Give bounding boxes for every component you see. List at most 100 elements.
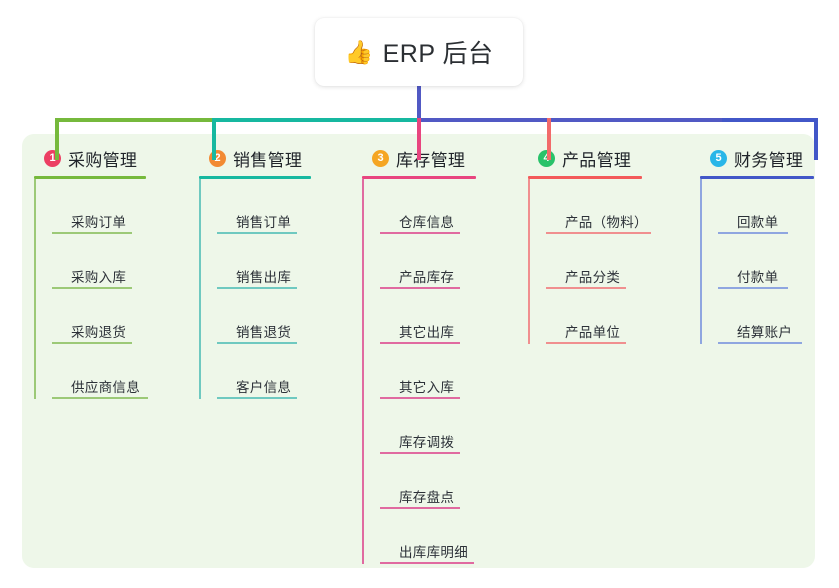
branch-item-rule <box>52 342 132 344</box>
branch-item[interactable]: 结算账户 <box>718 289 814 344</box>
branch-item[interactable]: 库存调拨 <box>380 399 476 454</box>
branch-item-rule <box>380 232 460 234</box>
connector-drop-1 <box>55 118 59 160</box>
root-node-card[interactable]: 👍 ERP 后台 <box>315 18 523 86</box>
branch-items: 采购订单采购入库采购退货供应商信息 <box>34 179 148 399</box>
branch-title: 采购管理 <box>68 150 138 170</box>
branch-item-label: 销售订单 <box>236 215 292 230</box>
branch-number-badge: 5 <box>710 149 727 167</box>
branch-item[interactable]: 采购订单 <box>52 179 146 234</box>
thumbs-up-icon: 👍 <box>344 38 374 65</box>
branch-header-rule <box>199 176 311 179</box>
branch-spine <box>362 179 364 564</box>
branch-item[interactable]: 销售出库 <box>217 234 311 289</box>
branch-item-rule <box>217 287 297 289</box>
branch-item-label: 其它出库 <box>399 325 455 340</box>
branch-item[interactable]: 销售订单 <box>217 179 311 234</box>
branch-header[interactable]: 5 财务管理 <box>700 146 814 170</box>
branch-item[interactable]: 产品（物料） <box>546 179 651 234</box>
branch-item-label: 其它入库 <box>399 380 455 395</box>
branch-item-rule <box>380 562 474 564</box>
branch-column: 3 库存管理仓库信息产品库存其它出库其它入库库存调拨库存盘点出库库明细 <box>362 146 476 564</box>
branch-item-rule <box>380 452 460 454</box>
connector-bus-segment-3 <box>418 118 724 122</box>
root-title-text: ERP 后台 <box>382 40 494 68</box>
connector-trunk <box>417 86 421 122</box>
branch-item[interactable]: 采购退货 <box>52 289 146 344</box>
branch-item-label: 供应商信息 <box>71 380 140 395</box>
connector-drop-3 <box>417 118 421 160</box>
branch-item[interactable]: 仓库信息 <box>380 179 476 234</box>
branch-item-label: 库存调拨 <box>399 435 455 450</box>
branch-title: 财务管理 <box>734 150 804 170</box>
branch-items: 销售订单销售出库销售退货客户信息 <box>199 179 311 399</box>
branch-spine <box>34 179 36 399</box>
branch-item-label: 销售退货 <box>236 325 292 340</box>
branch-item[interactable]: 产品分类 <box>546 234 648 289</box>
branch-items: 产品（物料） 产品分类产品单位 <box>528 179 651 344</box>
root-node-title: 👍 ERP 后台 <box>344 34 493 70</box>
connector-bus-segment-1 <box>55 118 214 122</box>
branch-spine <box>528 179 530 344</box>
branch-item[interactable]: 产品库存 <box>380 234 476 289</box>
branch-item-label: 仓库信息 <box>399 215 455 230</box>
branch-header-rule <box>34 176 146 179</box>
branch-item-label: 库存盘点 <box>399 490 455 505</box>
branch-column: 5 财务管理回款单付款单结算账户 <box>700 146 814 344</box>
branch-item-label: 产品分类 <box>565 270 621 285</box>
branch-item[interactable]: 其它入库 <box>380 344 476 399</box>
branch-item-rule <box>380 397 460 399</box>
branch-number-badge: 3 <box>372 149 389 167</box>
connector-bus-segment-2 <box>214 118 420 122</box>
branch-item-label: 结算账户 <box>737 325 793 340</box>
branch-title: 产品管理 <box>562 150 632 170</box>
branch-item[interactable]: 客户信息 <box>217 344 311 399</box>
branch-item-label: 采购退货 <box>71 325 127 340</box>
branch-spine <box>700 179 702 344</box>
branch-item[interactable]: 其它出库 <box>380 289 476 344</box>
branch-item-label: 付款单 <box>737 270 779 285</box>
branch-item-rule <box>546 232 651 234</box>
branch-item-label: 销售出库 <box>236 270 292 285</box>
branch-item-label: 采购订单 <box>71 215 127 230</box>
branch-item-rule <box>546 287 626 289</box>
branch-item-rule <box>546 342 626 344</box>
branch-item[interactable]: 付款单 <box>718 234 814 289</box>
branch-item-rule <box>217 232 297 234</box>
branch-item[interactable]: 供应商信息 <box>52 344 148 399</box>
branch-item[interactable]: 销售退货 <box>217 289 311 344</box>
branch-header[interactable]: 4产品管理 <box>528 146 648 170</box>
branch-item-label: 回款单 <box>737 215 779 230</box>
branch-header-rule <box>700 176 814 179</box>
branch-item[interactable]: 产品单位 <box>546 289 648 344</box>
branch-item-rule <box>52 287 132 289</box>
branch-item-rule <box>52 232 132 234</box>
connector-drop-5 <box>814 118 818 160</box>
branch-header[interactable]: 3 库存管理 <box>362 146 476 170</box>
branch-items: 回款单付款单结算账户 <box>700 179 814 344</box>
branch-title: 销售管理 <box>233 150 303 170</box>
branch-item[interactable]: 库存盘点 <box>380 454 476 509</box>
branch-item-label: 产品（物料） <box>565 215 648 230</box>
connector-bus-segment-4 <box>722 118 818 122</box>
branch-item-rule <box>380 507 460 509</box>
branch-item-label: 客户信息 <box>236 380 292 395</box>
branch-item[interactable]: 回款单 <box>718 179 814 234</box>
branch-header-rule <box>362 176 476 179</box>
branch-item[interactable]: 采购入库 <box>52 234 146 289</box>
branch-item[interactable]: 出库库明细 <box>380 509 476 564</box>
branch-items: 仓库信息产品库存其它出库其它入库库存调拨库存盘点出库库明细 <box>362 179 476 564</box>
branch-item-rule <box>380 287 460 289</box>
branch-title: 库存管理 <box>396 150 466 170</box>
connector-drop-2 <box>212 118 216 160</box>
branch-item-label: 产品库存 <box>399 270 455 285</box>
connector-drop-4 <box>547 118 551 160</box>
branch-item-label: 产品单位 <box>565 325 621 340</box>
branch-item-rule <box>217 342 297 344</box>
branch-item-rule <box>718 287 788 289</box>
